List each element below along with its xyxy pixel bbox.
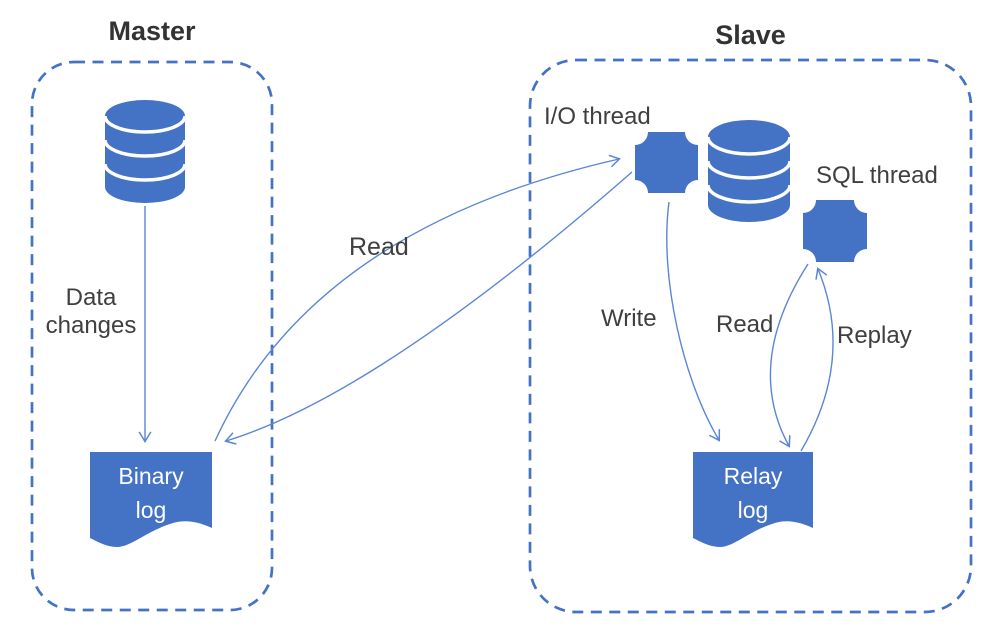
write-arrow <box>666 201 721 442</box>
read-relay-arrow <box>769 263 809 448</box>
read-label-slave: Read <box>716 311 774 338</box>
slave-database-icon <box>706 120 792 222</box>
replay-arrow <box>800 267 834 452</box>
write-label: Write <box>601 305 657 332</box>
sql-thread-label: SQL thread <box>816 162 938 189</box>
slave-title: Slave <box>715 20 786 50</box>
replay-label: Replay <box>837 322 912 349</box>
sql-thread-icon <box>803 200 867 262</box>
slave-group-border <box>528 58 973 614</box>
read-label-master: Read <box>349 233 409 261</box>
binary-log-shape <box>90 452 212 547</box>
master-database-icon <box>103 100 187 203</box>
read-io-to-binlog-arrow <box>224 171 633 445</box>
binary-log-label: Binary log <box>118 463 184 523</box>
io-thread-icon <box>635 132 698 193</box>
relay-log-label: Relay log <box>723 463 783 523</box>
read-binlog-to-io-arrow <box>214 154 621 442</box>
data-changes-label: Data changes <box>45 284 137 340</box>
relay-log-shape <box>693 452 813 547</box>
master-group-border <box>30 60 274 612</box>
io-thread-label: I/O thread <box>544 103 651 130</box>
master-title: Master <box>108 16 196 46</box>
